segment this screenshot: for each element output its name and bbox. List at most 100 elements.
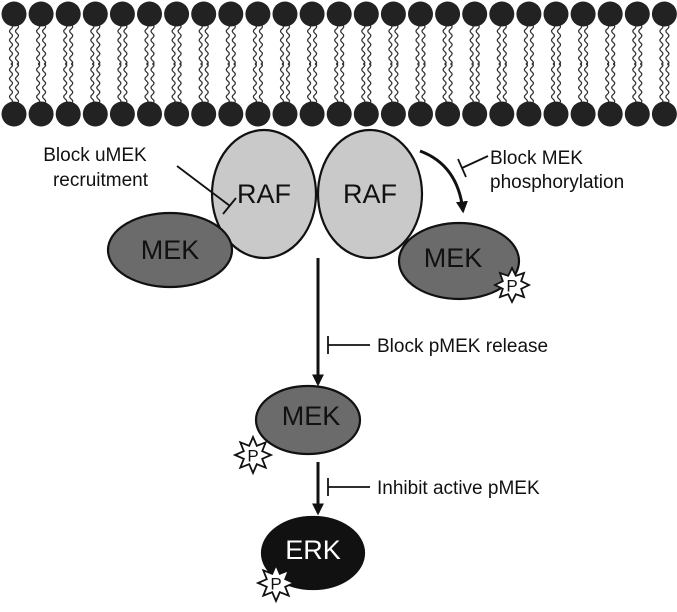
- lipid-head: [543, 101, 569, 127]
- lipid-tail: [279, 62, 285, 105]
- lipid-tail: [41, 23, 47, 66]
- lipid-tail: [556, 23, 562, 66]
- lipid-tail: [577, 62, 583, 105]
- lipid-tail: [14, 23, 20, 66]
- phospho-star-icon: [492, 265, 532, 305]
- lipid-head: [408, 101, 433, 127]
- lipid-tail: [171, 62, 176, 105]
- lipid-head: [245, 1, 271, 27]
- lipid-tail: [123, 62, 128, 105]
- lipid-tail: [659, 62, 664, 105]
- lipid-head: [489, 101, 515, 127]
- lipid-tail: [496, 62, 501, 105]
- lipid-head: [651, 101, 677, 127]
- inhibit-recruitment-line: [176, 165, 237, 215]
- lipid-tail: [523, 23, 529, 66]
- lipid-head: [28, 101, 54, 127]
- lipid-tail: [63, 23, 68, 66]
- lipid-head: [570, 1, 596, 27]
- lipid-head: [137, 101, 162, 127]
- lipid-head: [1, 101, 27, 127]
- phospho-label-bound: P: [506, 277, 517, 296]
- lipid-tail: [258, 23, 264, 66]
- lipid-tail: [421, 23, 426, 66]
- lipid-tail: [123, 23, 128, 66]
- inhibit-active-line: [327, 478, 370, 496]
- mek-released-node: [254, 384, 362, 456]
- inhibit-phosphorylation-line: [457, 155, 489, 178]
- lipid-head: [380, 1, 406, 27]
- lipid-head: [543, 1, 569, 27]
- lipid-tail: [171, 23, 176, 66]
- lipid-tail: [285, 62, 291, 105]
- mek-unbound-node: [106, 211, 234, 289]
- phospho-label-released: P: [247, 447, 258, 466]
- lipid-tail: [550, 62, 556, 105]
- membrane-bottom-tails: [8, 62, 670, 105]
- lipid-tail: [361, 23, 366, 66]
- lipid-tail: [340, 23, 345, 66]
- lipid-tail: [605, 23, 610, 66]
- lipid-tail: [35, 62, 41, 105]
- lipid-head: [272, 101, 298, 127]
- lipid-bilayer-membrane: [1, 1, 677, 127]
- inhibit-release-line: [327, 336, 370, 354]
- mek-released-label: MEK: [282, 401, 341, 431]
- lipid-tail: [611, 62, 616, 105]
- lipid-head: [435, 1, 461, 27]
- lipid-tail: [14, 62, 20, 105]
- lipid-head: [218, 1, 244, 27]
- lipid-tail: [41, 62, 47, 105]
- lipid-tail: [659, 23, 664, 66]
- lipid-tail: [8, 62, 14, 105]
- raf-right-node: [316, 128, 424, 260]
- raf-right-label: RAF: [343, 179, 397, 209]
- lipid-head: [55, 101, 81, 127]
- block-phosphorylation-label: Block MEK phosphorylation: [490, 148, 624, 193]
- phosphorylation-arrow: [419, 149, 468, 214]
- lipid-tail: [415, 62, 420, 105]
- phospho-badge-bound: P: [492, 265, 532, 305]
- lipid-head: [272, 1, 298, 27]
- membrane-top-heads: [1, 1, 677, 27]
- lipid-tail: [96, 23, 101, 66]
- block-recruitment-label: Block uMEK recruitment: [43, 145, 152, 191]
- phospho-star-icon: [255, 562, 297, 604]
- lipid-head: [28, 1, 54, 27]
- mek-unbound: MEK: [106, 211, 234, 289]
- raf-dimer: RAF RAF: [210, 128, 424, 260]
- lipid-tail: [96, 62, 101, 105]
- lipid-tail: [306, 23, 312, 66]
- lipid-head: [489, 1, 515, 27]
- lipid-tail: [177, 62, 182, 105]
- lipid-tail: [279, 23, 285, 66]
- lipid-tail: [550, 23, 556, 66]
- lipid-tail: [306, 62, 312, 105]
- lipid-tail: [665, 23, 670, 66]
- lipid-tail: [394, 62, 399, 105]
- lipid-head: [624, 1, 650, 27]
- lipid-tail: [340, 62, 345, 105]
- lipid-tail: [285, 23, 291, 66]
- lipid-tail: [475, 23, 480, 66]
- lipid-head: [326, 101, 352, 127]
- lipid-head: [651, 1, 677, 27]
- lipid-tail: [63, 62, 68, 105]
- lipid-tail: [638, 62, 643, 105]
- raf-left-node: [210, 128, 318, 260]
- lipid-tail: [469, 23, 474, 66]
- lipid-head: [408, 1, 433, 27]
- lipid-head: [218, 101, 244, 127]
- lipid-head: [191, 101, 217, 127]
- lipid-tail: [388, 23, 393, 66]
- lipid-tail: [150, 62, 155, 105]
- lipid-tail: [583, 23, 589, 66]
- lipid-tail: [502, 23, 507, 66]
- lipid-head: [597, 101, 623, 127]
- mek-bound-label: MEK: [424, 243, 483, 273]
- mek-bound: MEK P: [397, 221, 532, 305]
- lipid-tail: [8, 23, 14, 66]
- lipid-tail: [421, 62, 426, 105]
- lipid-tail: [144, 23, 149, 66]
